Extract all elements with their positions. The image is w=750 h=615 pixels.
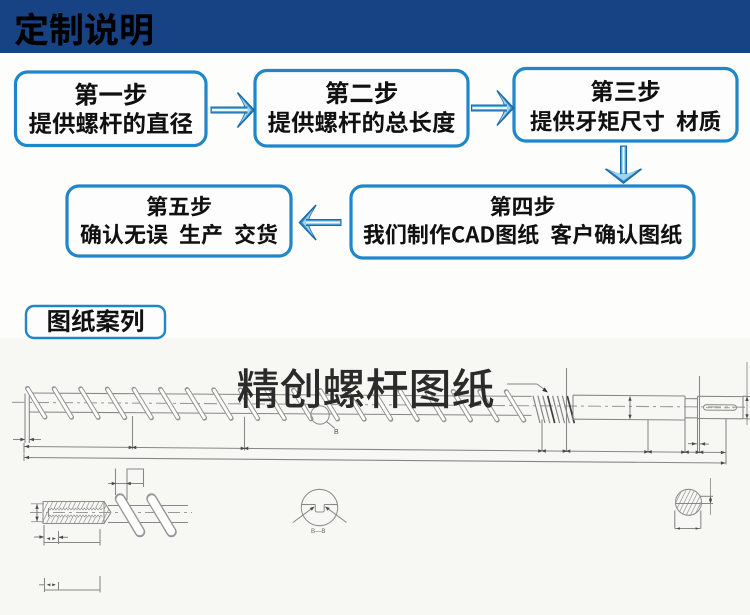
svg-text:B—B: B—B (311, 528, 325, 535)
svg-text:B: B (334, 429, 339, 436)
